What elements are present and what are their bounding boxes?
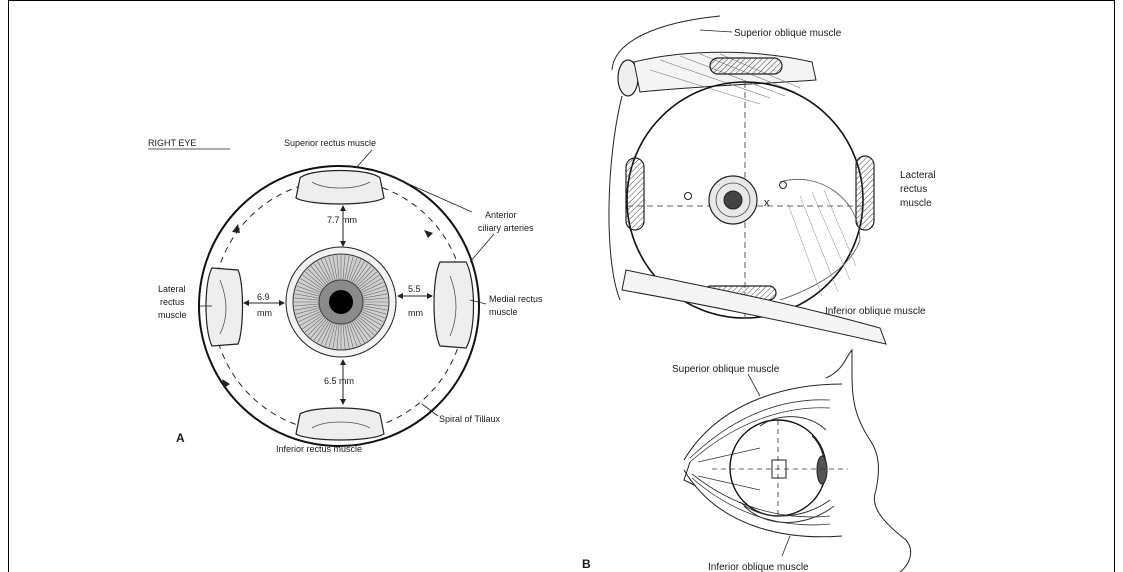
medial-rectus-insertion [434,262,474,348]
medial-rectus-label-1: Medial rectus [489,294,543,304]
cornea-side [817,456,827,484]
superior-rectus-insertion [296,171,384,205]
center-x-mark: x [764,197,770,209]
lateral-rectus-label-1: Lateral [158,284,186,294]
superior-distance-label: 7.7 mm [327,215,357,225]
lateral-distance-label-2: mm [257,308,272,318]
lateral-rectus-label-b-2: rectus [900,184,927,195]
superior-rectus-label: Superior rectus muscle [284,138,376,148]
anterior-ciliary-label-2: ciliary arteries [478,223,534,233]
panel-b-top: x Superior oblique muscle Lacteral rectu… [609,16,936,344]
inferior-oblique-label-side: Inferior oblique muscle [708,562,809,572]
pupil [329,290,353,314]
panel-b-side: Superior oblique muscle Inferior oblique… [582,350,911,572]
left-insertion [626,158,644,230]
right-insertion [856,156,874,230]
panel-a: RIGHT EYE [148,138,543,454]
lateral-rectus-label-b-3: muscle [900,198,932,209]
panel-a-letter: A [176,431,185,445]
lateral-rectus-label-2: rectus [160,297,185,307]
facial-profile [826,350,911,572]
superior-insertion-band [710,58,782,74]
inferior-rectus-label: Inferior rectus muscle [276,444,362,454]
anterior-ciliary-label-1: Anterior [485,210,517,220]
superior-oblique-label-top: Superior oblique muscle [734,28,842,39]
lateral-distance-label-1: 6.9 [257,292,270,302]
inferior-oblique-label-top: Inferior oblique muscle [825,306,926,317]
lateral-rectus-label-b-1: Lacteral [900,170,936,181]
panel-b-letter: B [582,557,591,571]
right-eye-heading: RIGHT EYE [148,138,196,148]
inferior-rectus-insertion [296,408,384,440]
pupil-top [724,191,742,209]
spiral-of-tillaux-label: Spiral of Tillaux [439,414,501,424]
medial-distance-label-2: mm [408,308,423,318]
lateral-rectus-insertion [206,268,243,346]
inferior-distance-label: 6.5 mm [324,376,354,386]
lateral-rectus-label-3: muscle [158,310,187,320]
superior-oblique-label-side: Superior oblique muscle [672,364,780,375]
medial-rectus-label-2: muscle [489,307,518,317]
medial-distance-label-1: 5.5 [408,284,421,294]
